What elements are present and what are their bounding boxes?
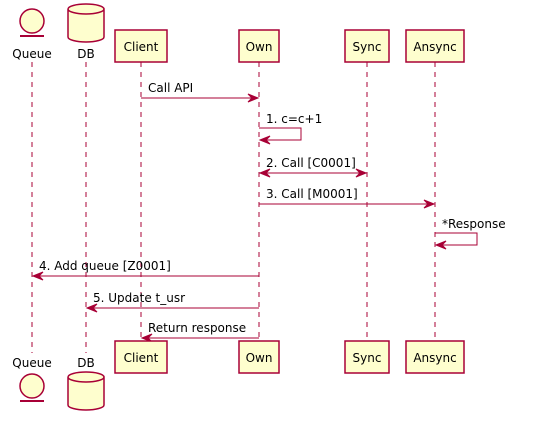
message-label: 4. Add queue [Z0001]	[39, 259, 171, 273]
sync-label: Sync	[353, 351, 382, 365]
messages: Call API 1. c=c+1 2. Call [C0001] 3. Call […	[31, 81, 506, 343]
client-label: Client	[124, 351, 159, 365]
own-label: Own	[246, 351, 273, 365]
entity-icon	[19, 8, 45, 34]
ansync-label: Ansync	[413, 40, 456, 54]
message-5: *Response	[434, 217, 506, 250]
participant-ansync-bottom: Ansync	[405, 340, 465, 374]
lifelines	[31, 62, 436, 353]
message-label: *Response	[442, 217, 506, 231]
db-label: DB	[77, 47, 94, 61]
participant-ansync-top: Ansync	[405, 29, 465, 63]
participant-client-bottom: Client	[114, 340, 168, 374]
message-1: Call API	[141, 81, 260, 103]
message-6: 4. Add queue [Z0001]	[31, 259, 259, 281]
message-label: Return response	[148, 321, 246, 335]
message-label: 2. Call [C0001]	[266, 156, 356, 170]
participant-client-top: Client	[114, 29, 168, 63]
queue-label: Queue	[12, 47, 51, 61]
arrowhead	[258, 135, 271, 145]
participant-db-bottom: DB	[67, 356, 105, 411]
participant-sync-top: Sync	[344, 29, 390, 63]
message-8: Return response	[140, 321, 259, 343]
message-label: 1. c=c+1	[266, 112, 322, 126]
participant-db-top: DB	[67, 3, 105, 61]
message-line	[435, 232, 478, 246]
entity-icon	[19, 373, 45, 399]
client-label: Client	[124, 40, 159, 54]
participant-sync-bottom: Sync	[344, 340, 390, 374]
message-line	[259, 127, 302, 141]
participant-own-top: Own	[238, 29, 280, 63]
ansync-label: Ansync	[413, 351, 456, 365]
arrowhead	[434, 240, 447, 250]
arrowhead	[423, 199, 436, 209]
participant-queue-top: Queue	[12, 8, 52, 61]
message-label: 3. Call [M0001]	[266, 187, 358, 201]
message-4: 3. Call [M0001]	[259, 187, 436, 209]
message-label: Call API	[148, 81, 193, 95]
participant-queue-bottom: Queue	[12, 356, 52, 402]
arrowhead	[355, 168, 368, 178]
participant-own-bottom: Own	[238, 340, 280, 374]
arrowhead	[85, 303, 98, 313]
message-label: 5. Update t_usr	[93, 291, 185, 305]
participant-heads: QueueQueueDBDBClientClientOwnOwnSyncSync…	[12, 3, 465, 411]
message-3: 2. Call [C0001]	[258, 156, 368, 178]
message-7: 5. Update t_usr	[85, 291, 259, 313]
message-2: 1. c=c+1	[258, 112, 322, 145]
arrowhead	[31, 271, 44, 281]
sync-label: Sync	[353, 40, 382, 54]
queue-label: Queue	[12, 356, 51, 370]
own-label: Own	[246, 40, 273, 54]
db-label: DB	[77, 356, 94, 370]
arrowhead	[247, 93, 260, 103]
arrowhead	[258, 168, 271, 178]
database-icon	[67, 3, 105, 43]
database-icon	[67, 371, 105, 411]
